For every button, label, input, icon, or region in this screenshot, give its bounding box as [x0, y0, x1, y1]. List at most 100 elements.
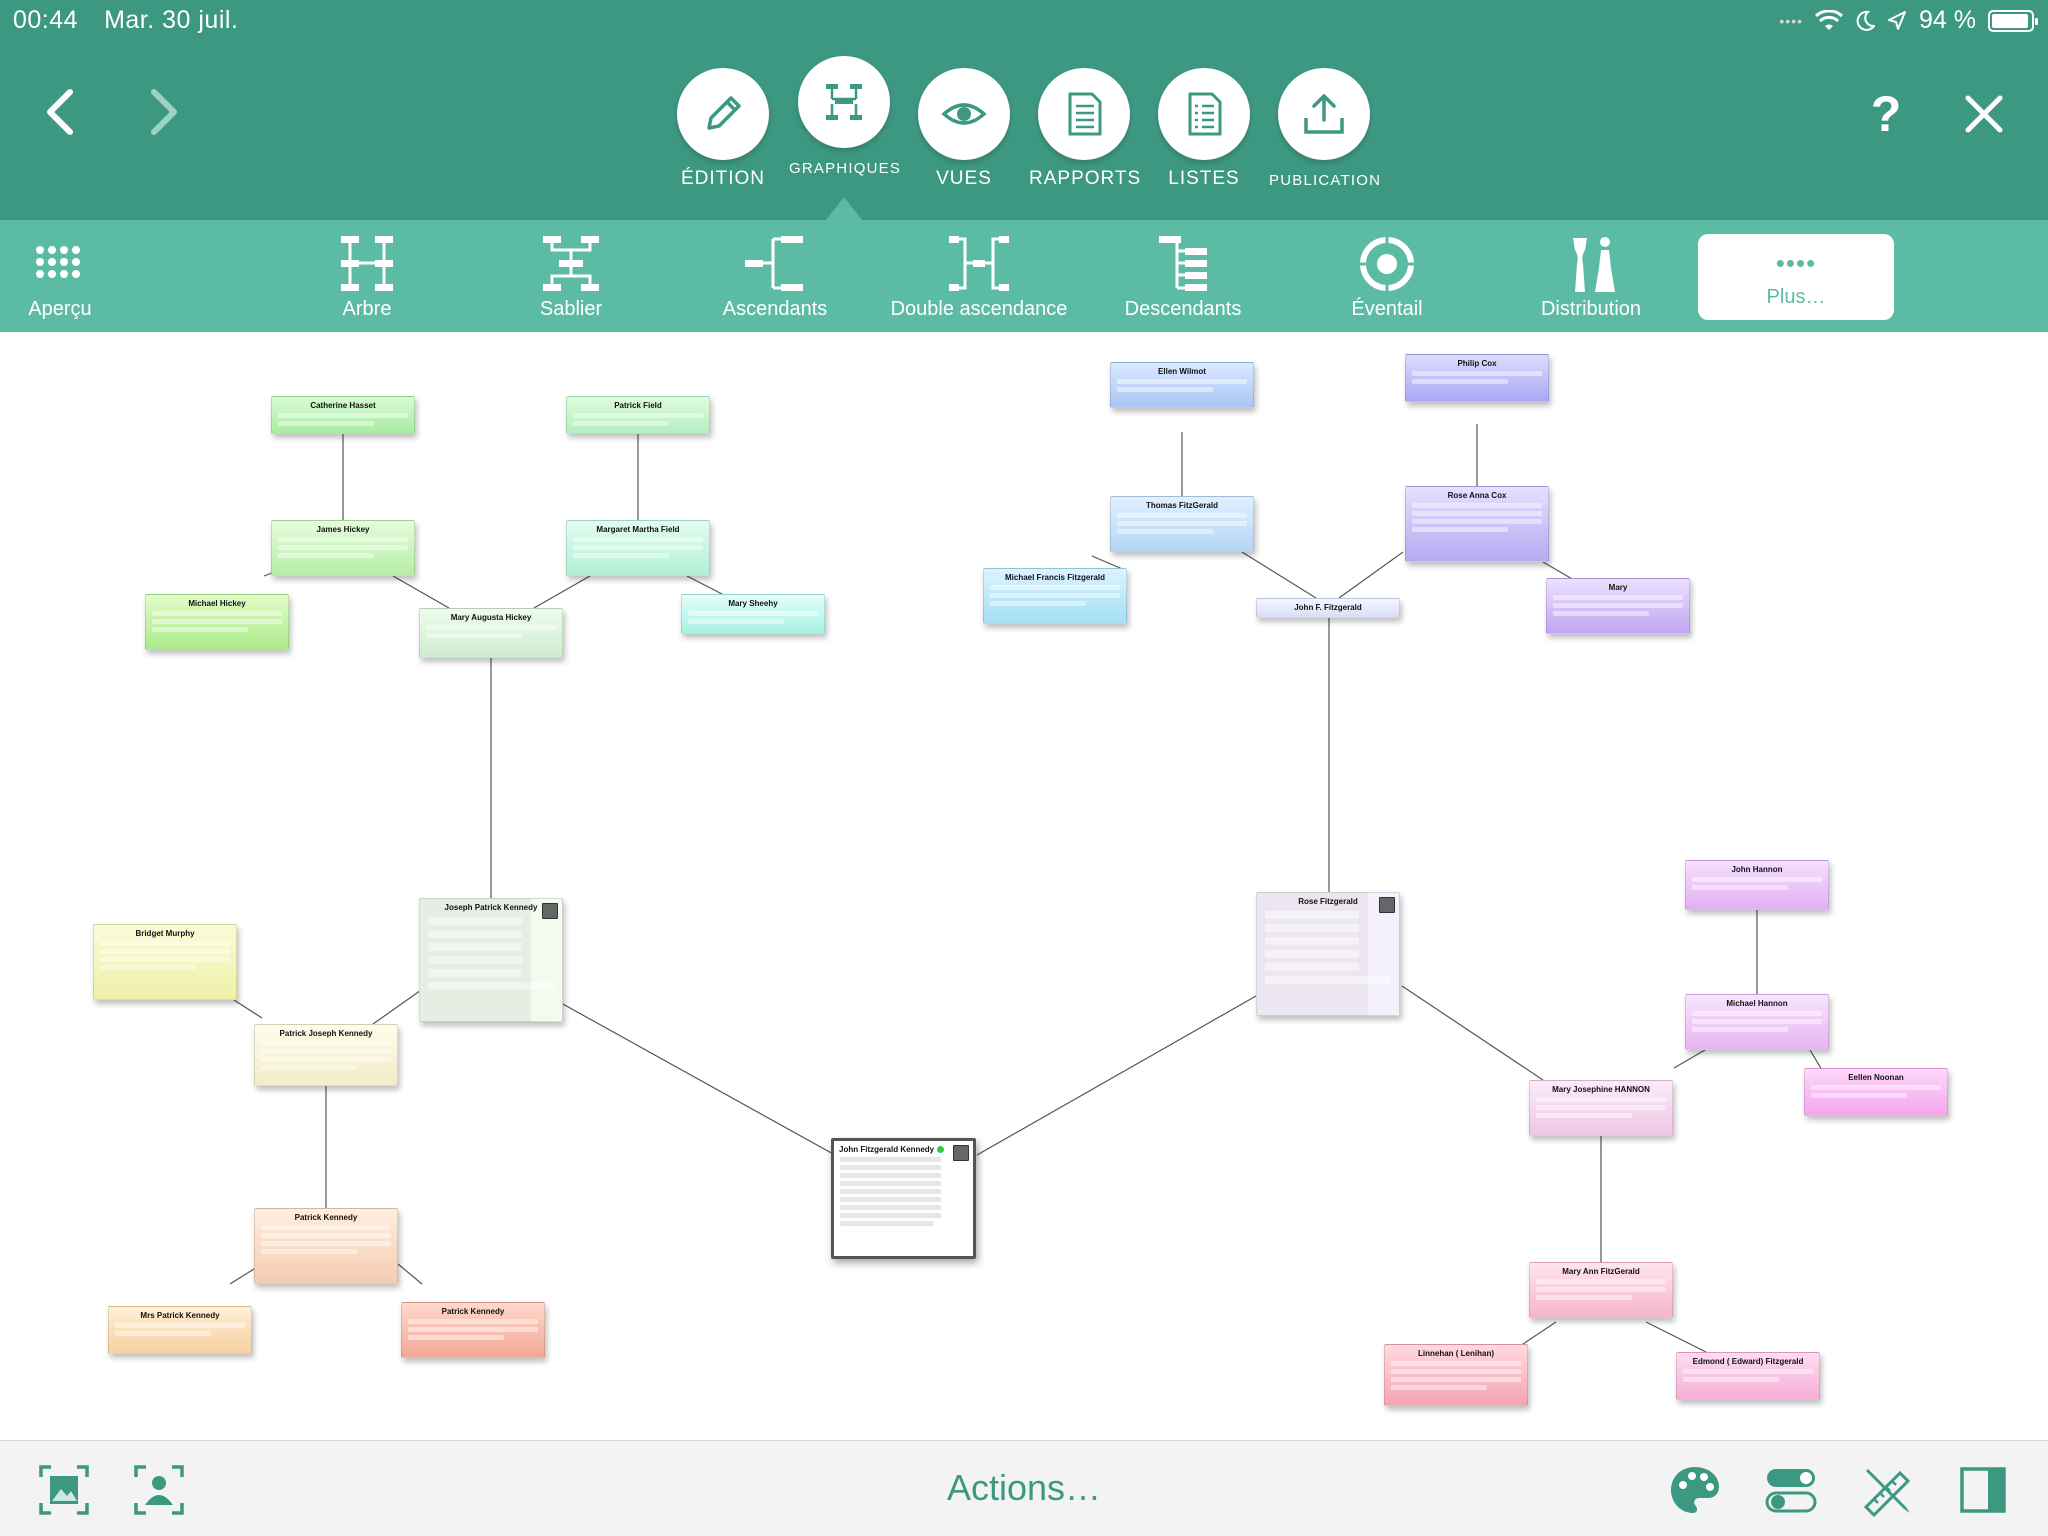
- active-mode-caret: [826, 197, 862, 220]
- person-card[interactable]: Mary Josephine HANNON: [1529, 1080, 1673, 1136]
- wifi-icon: [1815, 9, 1844, 30]
- moon-icon: [1856, 10, 1876, 31]
- help-icon: ?: [1870, 86, 1902, 142]
- person-name: Eellen Noonan: [1848, 1073, 1904, 1082]
- sub-ascendants-button[interactable]: Ascendants: [675, 234, 875, 321]
- chart-canvas[interactable]: Catherine Hasset Patrick Field Ellen Wil…: [0, 332, 2048, 1440]
- person-name: Rose Fitzgerald: [1298, 897, 1358, 906]
- person-card[interactable]: Mary Sheehy: [681, 594, 825, 634]
- person-card[interactable]: Bridget Murphy: [93, 924, 237, 1000]
- person-card[interactable]: Margaret Martha Field: [566, 520, 710, 576]
- person-name: John Fitzgerald Kennedy: [839, 1145, 935, 1154]
- export-image-button[interactable]: [37, 1463, 91, 1517]
- focus-person-button[interactable]: [132, 1463, 186, 1517]
- sub-ascendants-label: Ascendants: [722, 298, 828, 320]
- back-button[interactable]: [36, 86, 88, 138]
- sidebar-toggle-button[interactable]: [1956, 1463, 2010, 1517]
- person-name: Rose Anna Cox: [1447, 491, 1507, 500]
- mode-rapports-button[interactable]: RAPPORTS: [1029, 68, 1140, 190]
- chevron-left-icon: [47, 89, 73, 135]
- person-card[interactable]: Joseph Patrick Kennedy: [419, 898, 563, 1022]
- focus-person-card[interactable]: John Fitzgerald Kennedy: [831, 1138, 976, 1259]
- person-name: James Hickey: [316, 525, 370, 534]
- mode-vues-button[interactable]: VUES: [909, 68, 1019, 190]
- person-card[interactable]: John F. Fitzgerald: [1256, 598, 1400, 618]
- person-name: Joseph Patrick Kennedy: [444, 903, 538, 912]
- sub-eventail-button[interactable]: Éventail: [1287, 234, 1487, 321]
- sub-apercu-label: Aperçu: [28, 298, 92, 320]
- person-card[interactable]: Michael Hannon: [1685, 994, 1829, 1050]
- person-card[interactable]: Philip Cox: [1405, 354, 1549, 402]
- person-card[interactable]: Patrick Field: [566, 396, 710, 434]
- list-document-icon: [1188, 92, 1222, 136]
- sub-double-ascendance-button[interactable]: Double ascendance: [879, 234, 1079, 321]
- person-name: Mary: [1608, 583, 1628, 592]
- person-card[interactable]: Rose Fitzgerald: [1256, 892, 1400, 1016]
- person-name: John Hannon: [1731, 865, 1783, 874]
- person-name: Michael Hickey: [188, 599, 246, 608]
- person-card[interactable]: Patrick Kennedy: [401, 1302, 545, 1358]
- person-name: Mary Sheehy: [728, 599, 778, 608]
- chart-type-toolbar: Aperçu Arbre Sablier Ascendants Double a…: [0, 220, 2048, 332]
- person-card[interactable]: Thomas FitzGerald: [1110, 496, 1254, 552]
- person-name: Margaret Martha Field: [596, 525, 680, 534]
- more-dots-icon: ••••: [1775, 248, 1817, 278]
- upload-icon: [1304, 94, 1344, 134]
- mode-publication-button[interactable]: PUBLICATION: [1269, 68, 1380, 189]
- actions-button[interactable]: Actions…: [946, 1467, 1102, 1508]
- sub-sablier-button[interactable]: Sablier: [471, 234, 671, 321]
- person-name: Thomas FitzGerald: [1145, 501, 1218, 510]
- person-card[interactable]: Mary: [1546, 578, 1690, 634]
- person-card[interactable]: Mary Ann FitzGerald: [1529, 1262, 1673, 1318]
- person-card[interactable]: Edmond ( Edward) Fitzgerald: [1676, 1352, 1820, 1400]
- person-card[interactable]: John Hannon: [1685, 860, 1829, 910]
- options-toggle-button[interactable]: [1764, 1463, 1818, 1517]
- person-card[interactable]: Rose Anna Cox: [1405, 486, 1549, 562]
- person-card[interactable]: James Hickey: [271, 520, 415, 576]
- close-icon: [1965, 95, 2003, 133]
- tools-button[interactable]: [1860, 1463, 1914, 1518]
- person-name: Mary Augusta Hickey: [450, 613, 532, 622]
- person-name: Patrick Kennedy: [294, 1213, 358, 1222]
- person-card[interactable]: Michael Francis Fitzgerald: [983, 568, 1127, 624]
- status-dot-icon: [937, 1146, 945, 1154]
- person-name: Patrick Joseph Kennedy: [279, 1029, 373, 1038]
- location-icon: [1888, 10, 1907, 30]
- mode-edition-label: ÉDITION: [680, 168, 766, 189]
- mode-graphiques-button[interactable]: GRAPHIQUES: [789, 56, 900, 177]
- sub-arbre-button[interactable]: Arbre: [267, 234, 467, 321]
- help-button[interactable]: ?: [1858, 86, 1914, 142]
- mode-edition-button[interactable]: ÉDITION: [668, 68, 778, 190]
- plus-button[interactable]: •••• Plus…: [1698, 234, 1894, 320]
- person-card[interactable]: Patrick Kennedy: [254, 1208, 398, 1284]
- plus-label: Plus…: [1766, 286, 1826, 308]
- color-palette-button[interactable]: [1668, 1463, 1722, 1517]
- person-card[interactable]: Eellen Noonan: [1804, 1068, 1948, 1116]
- fan-chart-icon: [1359, 236, 1415, 292]
- person-card[interactable]: Patrick Joseph Kennedy: [254, 1024, 398, 1086]
- battery-percent: 94 %: [1919, 6, 1976, 34]
- bottom-toolbar: Actions…: [0, 1440, 2048, 1536]
- status-bar-right: •••• 94 %: [1779, 6, 2038, 35]
- person-card[interactable]: Ellen Wilmot: [1110, 362, 1254, 408]
- sub-distribution-button[interactable]: Distribution: [1491, 234, 1691, 321]
- palette-icon: [1671, 1467, 1719, 1513]
- person-name: Philip Cox: [1457, 359, 1497, 368]
- close-button[interactable]: [1956, 86, 2012, 142]
- forward-button[interactable]: [136, 86, 188, 138]
- person-name: Patrick Kennedy: [441, 1307, 505, 1316]
- person-card[interactable]: Linnehan ( Lenihan): [1384, 1344, 1528, 1406]
- mode-vues-label: VUES: [936, 168, 992, 189]
- person-name: Edmond ( Edward) Fitzgerald: [1692, 1357, 1804, 1366]
- person-card[interactable]: Mrs Patrick Kennedy: [108, 1306, 252, 1354]
- person-card[interactable]: Michael Hickey: [145, 594, 289, 650]
- person-card[interactable]: Mary Augusta Hickey: [419, 608, 563, 658]
- hourglass-chart-icon: [543, 236, 599, 291]
- sub-apercu-button[interactable]: Aperçu: [0, 234, 160, 321]
- sub-descendants-button[interactable]: Descendants: [1083, 234, 1283, 321]
- mode-listes-button[interactable]: LISTES: [1149, 68, 1259, 190]
- person-photo: [1379, 897, 1395, 913]
- person-card[interactable]: Catherine Hasset: [271, 396, 415, 434]
